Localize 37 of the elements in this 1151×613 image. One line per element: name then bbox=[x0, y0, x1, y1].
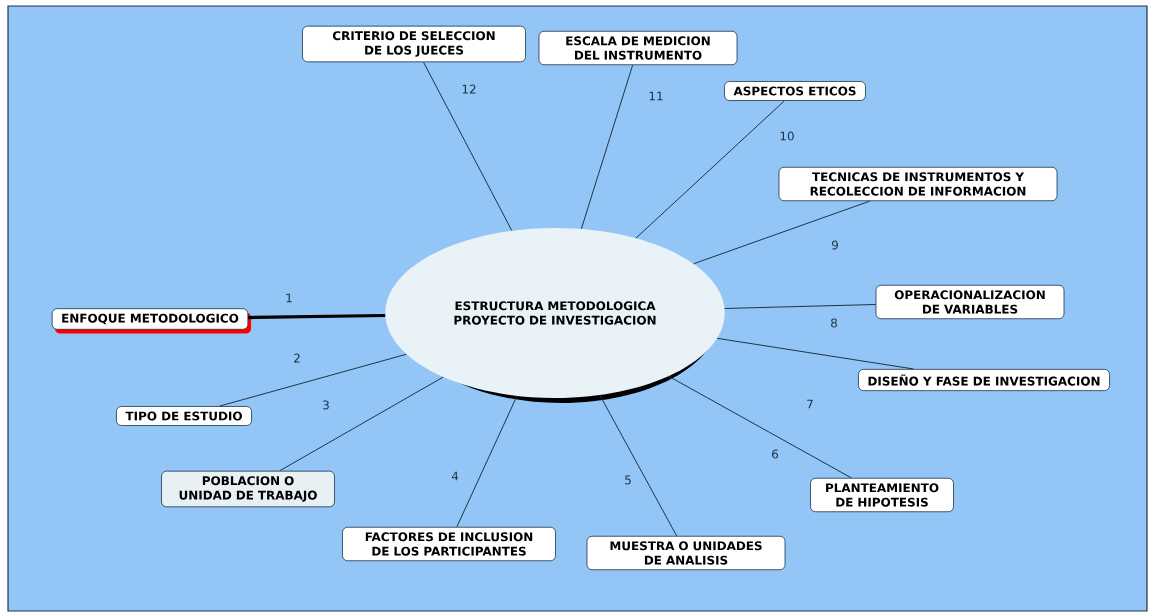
connector-line bbox=[279, 376, 444, 472]
topic-box: CRITERIO DE SELECCION DE LOS JUECES bbox=[302, 25, 526, 63]
edge-label: 3 bbox=[323, 400, 329, 410]
edge-label: 2 bbox=[294, 353, 300, 363]
edge-label: 6 bbox=[772, 449, 779, 459]
topic-box: ESCALA DE MEDICION DEL INSTRUMENTO bbox=[538, 30, 738, 66]
topic-box: TECNICAS DE INSTRUMENTOS Y RECOLECCION DE INFORMACION bbox=[778, 166, 1058, 202]
connector-line bbox=[724, 304, 877, 309]
edge-label: 8 bbox=[831, 318, 837, 328]
connector-line bbox=[716, 337, 914, 370]
topic-box: ASPECTOS ETICOS bbox=[724, 81, 866, 101]
connector-line bbox=[423, 61, 513, 232]
ellipse-node: ESTRUCTURA METODOLOGICA PROYECTO DE INVESTIGACION bbox=[385, 228, 725, 403]
connector-line bbox=[635, 100, 785, 239]
edge-label: 4 bbox=[451, 471, 459, 481]
connector-line bbox=[693, 200, 871, 265]
edge-label: 1 bbox=[286, 293, 292, 303]
topic-box: PLANTEAMIENTO DE HIPOTESIS bbox=[810, 477, 954, 513]
connector-line bbox=[248, 313, 386, 320]
edge-label: 9 bbox=[831, 240, 838, 250]
topic-box: POBLACION O UNIDAD DE TRABAJO bbox=[161, 470, 335, 508]
connector-line bbox=[580, 64, 634, 230]
edge-label: 7 bbox=[807, 399, 813, 409]
topic-box: OPERACIONALIZACION DE VARIABLES bbox=[875, 284, 1065, 320]
topic-box: MUESTRA O UNIDADES DE ANALISIS bbox=[586, 535, 786, 571]
connector-line bbox=[219, 353, 407, 407]
connector-line bbox=[668, 375, 852, 479]
edge-label: 12 bbox=[462, 84, 476, 94]
topic-box: FACTORES DE INCLUSION DE LOS PARTICIPANTES bbox=[342, 526, 556, 562]
connector-line bbox=[456, 395, 518, 528]
topic-box: DISEÑO Y FASE DE INVESTIGACION bbox=[858, 368, 1110, 392]
edge-label: 10 bbox=[780, 131, 794, 141]
topic-box: ENFOQUE METODOLOGICO bbox=[51, 308, 252, 334]
edge-label: 11 bbox=[649, 91, 663, 101]
edge-label: 5 bbox=[625, 475, 631, 485]
topic-box: TIPO DE ESTUDIO bbox=[116, 406, 252, 426]
connector-line bbox=[599, 394, 678, 537]
